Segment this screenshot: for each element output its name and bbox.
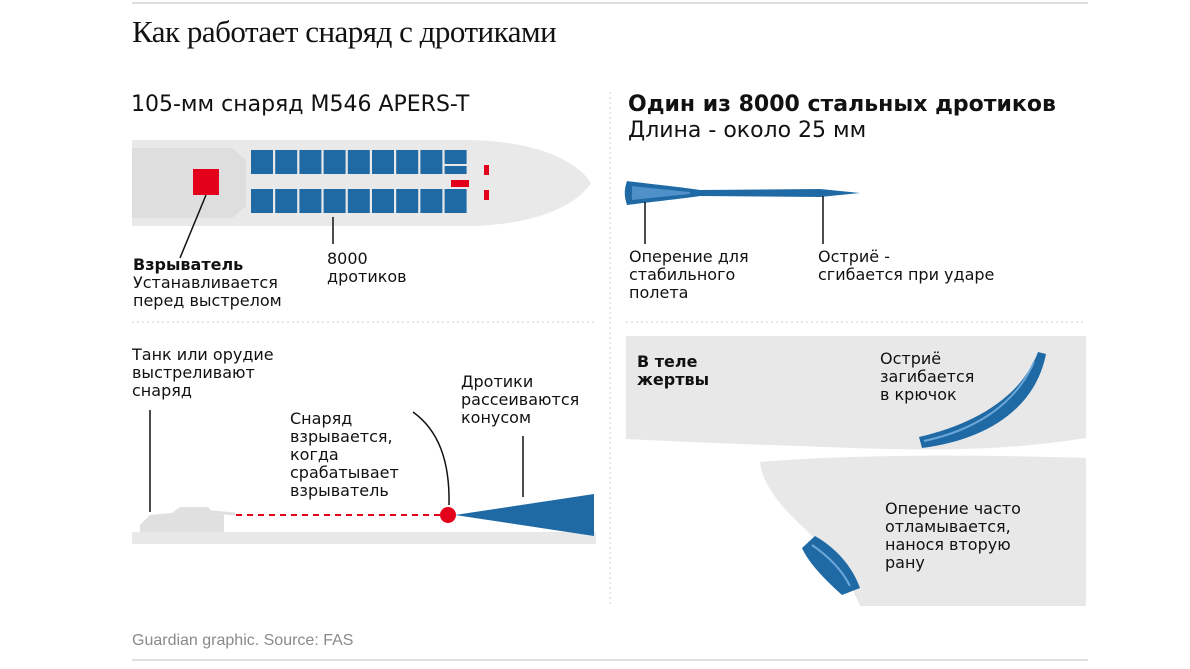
dart-fin-highlight xyxy=(632,186,690,200)
dart-cone xyxy=(455,494,594,536)
dart-block xyxy=(299,150,322,174)
burst-label-line: взрыватель xyxy=(290,481,389,500)
dart-block xyxy=(275,189,298,213)
tank-label-line: Танк или орудие xyxy=(132,345,274,364)
cone-label: Дротики рассеиваются конусом xyxy=(461,373,579,427)
dart-block xyxy=(396,189,419,213)
source-credit: Guardian graphic. Source: FAS xyxy=(132,632,354,649)
hook-label-line: Остриё xyxy=(880,349,942,368)
body-scene xyxy=(626,336,1086,606)
nose-mark-bottom xyxy=(484,190,489,200)
dart-block xyxy=(372,189,394,213)
shell-body xyxy=(132,140,591,226)
fuze-label-block: Взрыватель Устанавливается перед выстрел… xyxy=(133,256,282,310)
darts-word: дротиков xyxy=(327,267,407,286)
tracer-mark xyxy=(451,180,469,187)
dart-block xyxy=(323,150,346,174)
fuze-marker xyxy=(193,169,219,195)
dart-block xyxy=(323,189,346,213)
broken-fins-line: Оперение часто xyxy=(885,499,1021,518)
firing-scene xyxy=(132,410,596,544)
ground xyxy=(132,532,596,544)
darts-label: 8000 дротиков xyxy=(327,250,407,286)
fins-label: Оперение для стабильного полета xyxy=(629,248,749,302)
burst-leader xyxy=(412,411,450,506)
tip-label: Остриё - сгибается при ударе xyxy=(818,248,994,284)
tank-barrel xyxy=(211,510,236,516)
shell-rear xyxy=(132,148,246,218)
hook-label-line: в крючок xyxy=(880,385,957,404)
broken-fins-line: нанося вторую xyxy=(885,535,1011,554)
dart-heading: Один из 8000 стальных дротиков xyxy=(628,92,1056,117)
dart-block xyxy=(347,150,370,174)
tip-label-line: сгибается при ударе xyxy=(818,265,995,284)
dart-length: Длина - около 25 мм xyxy=(628,118,867,143)
broken-fins-line: отламывается, xyxy=(885,517,1011,536)
dart-block xyxy=(347,189,370,213)
dart-diagram xyxy=(624,181,860,244)
tank-label-line: снаряд xyxy=(132,381,192,400)
fuze-note-line: Устанавливается xyxy=(133,273,278,292)
darts-count: 8000 xyxy=(327,249,368,268)
burst-point xyxy=(440,507,456,523)
hook-label-line: загибается xyxy=(880,367,975,386)
tip-label-line: Остриё - xyxy=(818,247,890,266)
dart-block xyxy=(444,150,467,164)
broken-fins-line: рану xyxy=(885,553,925,572)
shell-diagram xyxy=(132,140,591,259)
page-title: Как работает снаряд с дротиками xyxy=(132,14,557,49)
cone-label-line: Дротики xyxy=(461,372,534,391)
hooked-dart-highlight xyxy=(923,361,1035,442)
cone-label-line: рассеиваются xyxy=(461,390,580,409)
body-heading-line: В теле xyxy=(637,352,698,371)
dart-block xyxy=(251,150,273,174)
cone-label-line: конусом xyxy=(461,408,532,427)
tank-label: Танк или орудие выстреливают снаряд xyxy=(132,346,274,400)
dart-block xyxy=(444,189,467,213)
dart-block xyxy=(251,189,273,213)
fins-label-line: стабильного xyxy=(629,265,736,284)
body-heading-line: жертвы xyxy=(637,370,710,389)
fuze-label: Взрыватель xyxy=(133,255,244,274)
burst-label: Снаряд взрывается, когда срабатывает взр… xyxy=(290,410,399,500)
body-heading: В теле жертвы xyxy=(637,353,709,389)
shell-heading: 105-мм снаряд M546 APERS-T xyxy=(131,92,470,117)
dart-block xyxy=(299,189,322,213)
tank-silhouette xyxy=(140,507,224,532)
dart-body xyxy=(624,181,860,205)
burst-label-line: когда xyxy=(290,445,339,464)
tank-label-line: выстреливают xyxy=(132,363,255,382)
dart-block xyxy=(275,150,298,174)
broken-fins-highlight xyxy=(811,544,851,587)
darts-grid xyxy=(251,150,467,213)
dart-block xyxy=(420,150,443,174)
broken-fins xyxy=(802,536,860,595)
hook-label: Остриё загибается в крючок xyxy=(880,350,974,404)
dart-block xyxy=(444,166,467,174)
dart-block xyxy=(420,189,443,213)
broken-fins-label: Оперение часто отламывается, нанося втор… xyxy=(885,500,1021,572)
fins-label-line: полета xyxy=(629,283,689,302)
burst-label-line: срабатывает xyxy=(290,463,399,482)
dart-block xyxy=(396,150,419,174)
fuze-leader xyxy=(179,194,207,259)
burst-label-line: взрывается, xyxy=(290,427,393,446)
fins-label-line: Оперение для xyxy=(629,247,749,266)
fuze-note-line: перед выстрелом xyxy=(133,291,282,310)
burst-label-line: Снаряд xyxy=(290,409,353,428)
nose-mark-top xyxy=(484,165,489,175)
dart-block xyxy=(372,150,394,174)
